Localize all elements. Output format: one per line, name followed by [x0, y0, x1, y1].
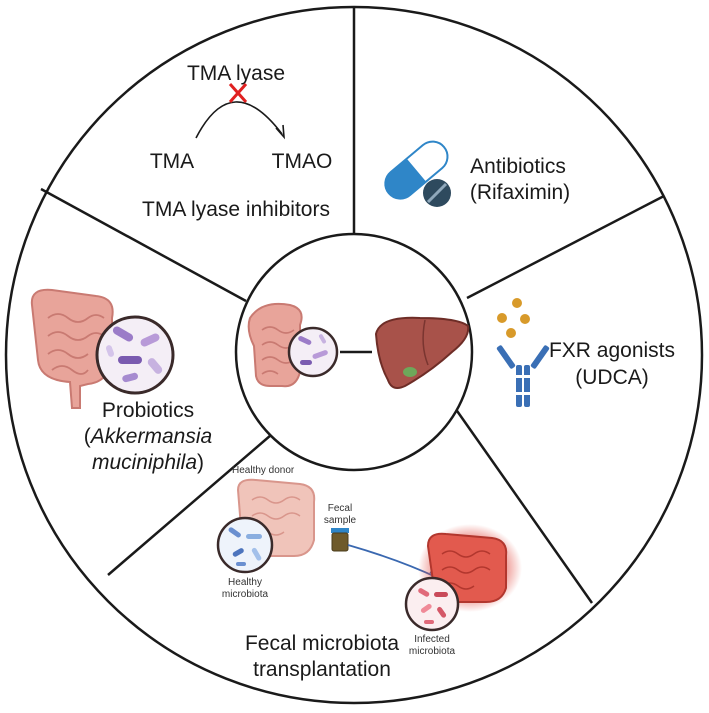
tmao-product-label: TMAO: [272, 150, 333, 173]
receptor-icon: [496, 345, 550, 407]
divider-upper-left: [40, 187, 247, 303]
tma-lyase-inhibitors-title: TMA lyase inhibitors: [142, 198, 330, 221]
antibiotics-example-label: (Rifaximin): [470, 181, 570, 204]
microbe-magnifier-icon: [216, 516, 274, 574]
wheel-outline: [4, 5, 704, 705]
tablet-icon: [423, 179, 451, 207]
fmt-title-line1: Fecal microbiota: [245, 632, 399, 655]
probiotics-species-line1: (Akkermansia: [84, 425, 212, 448]
ligand-dots-icon: [497, 298, 530, 338]
fecal-sample-label-2: sample: [324, 515, 357, 526]
antibiotics-label: Antibiotics: [470, 155, 566, 178]
infected-microbiota-label-1: Infected: [414, 634, 450, 645]
segment-fmt: Healthy donor Healthy microbiota Fecal s…: [216, 465, 522, 681]
inhibition-cross-icon: [228, 83, 248, 103]
tma-lyase-label: TMA lyase: [187, 62, 285, 85]
reaction-arrow: [195, 101, 283, 139]
segment-probiotics: Probiotics (Akkermansia muciniphila): [30, 288, 212, 474]
healthy-microbiota-label-2: microbiota: [222, 589, 269, 600]
center-illustration: [247, 302, 470, 389]
healthy-donor-label: Healthy donor: [232, 465, 295, 476]
divider-upper-right: [466, 194, 665, 300]
probiotics-species-line2: muciniphila): [92, 451, 204, 474]
segment-tma-lyase: TMA lyase TMA TMAO TMA lyase inhibitors: [142, 62, 332, 221]
divider-lower-right: [453, 407, 594, 604]
healthy-microbiota-label-1: Healthy: [228, 577, 262, 588]
segment-fxr-agonists: FXR agonists (UDCA): [496, 298, 675, 407]
divider-lower-left: [107, 434, 272, 576]
fxr-example-label: (UDCA): [575, 366, 649, 389]
liver-icon: [374, 316, 470, 389]
microbe-magnifier-icon: [95, 315, 175, 395]
microbe-magnifier-icon: [287, 326, 339, 378]
capsule-icon: [384, 140, 449, 200]
probiotics-label: Probiotics: [102, 399, 194, 422]
fxr-agonists-label: FXR agonists: [549, 339, 675, 362]
infected-microbiota-label-2: microbiota: [409, 646, 456, 657]
intestine-icon: [247, 302, 303, 388]
fecal-sample-label-1: Fecal: [328, 503, 352, 514]
fmt-title-line2: transplantation: [253, 658, 391, 681]
sample-jar-icon: [331, 528, 349, 552]
segment-antibiotics: Antibiotics (Rifaximin): [384, 140, 570, 207]
microbe-magnifier-icon: [404, 576, 460, 632]
tma-substrate-label: TMA: [150, 150, 194, 173]
